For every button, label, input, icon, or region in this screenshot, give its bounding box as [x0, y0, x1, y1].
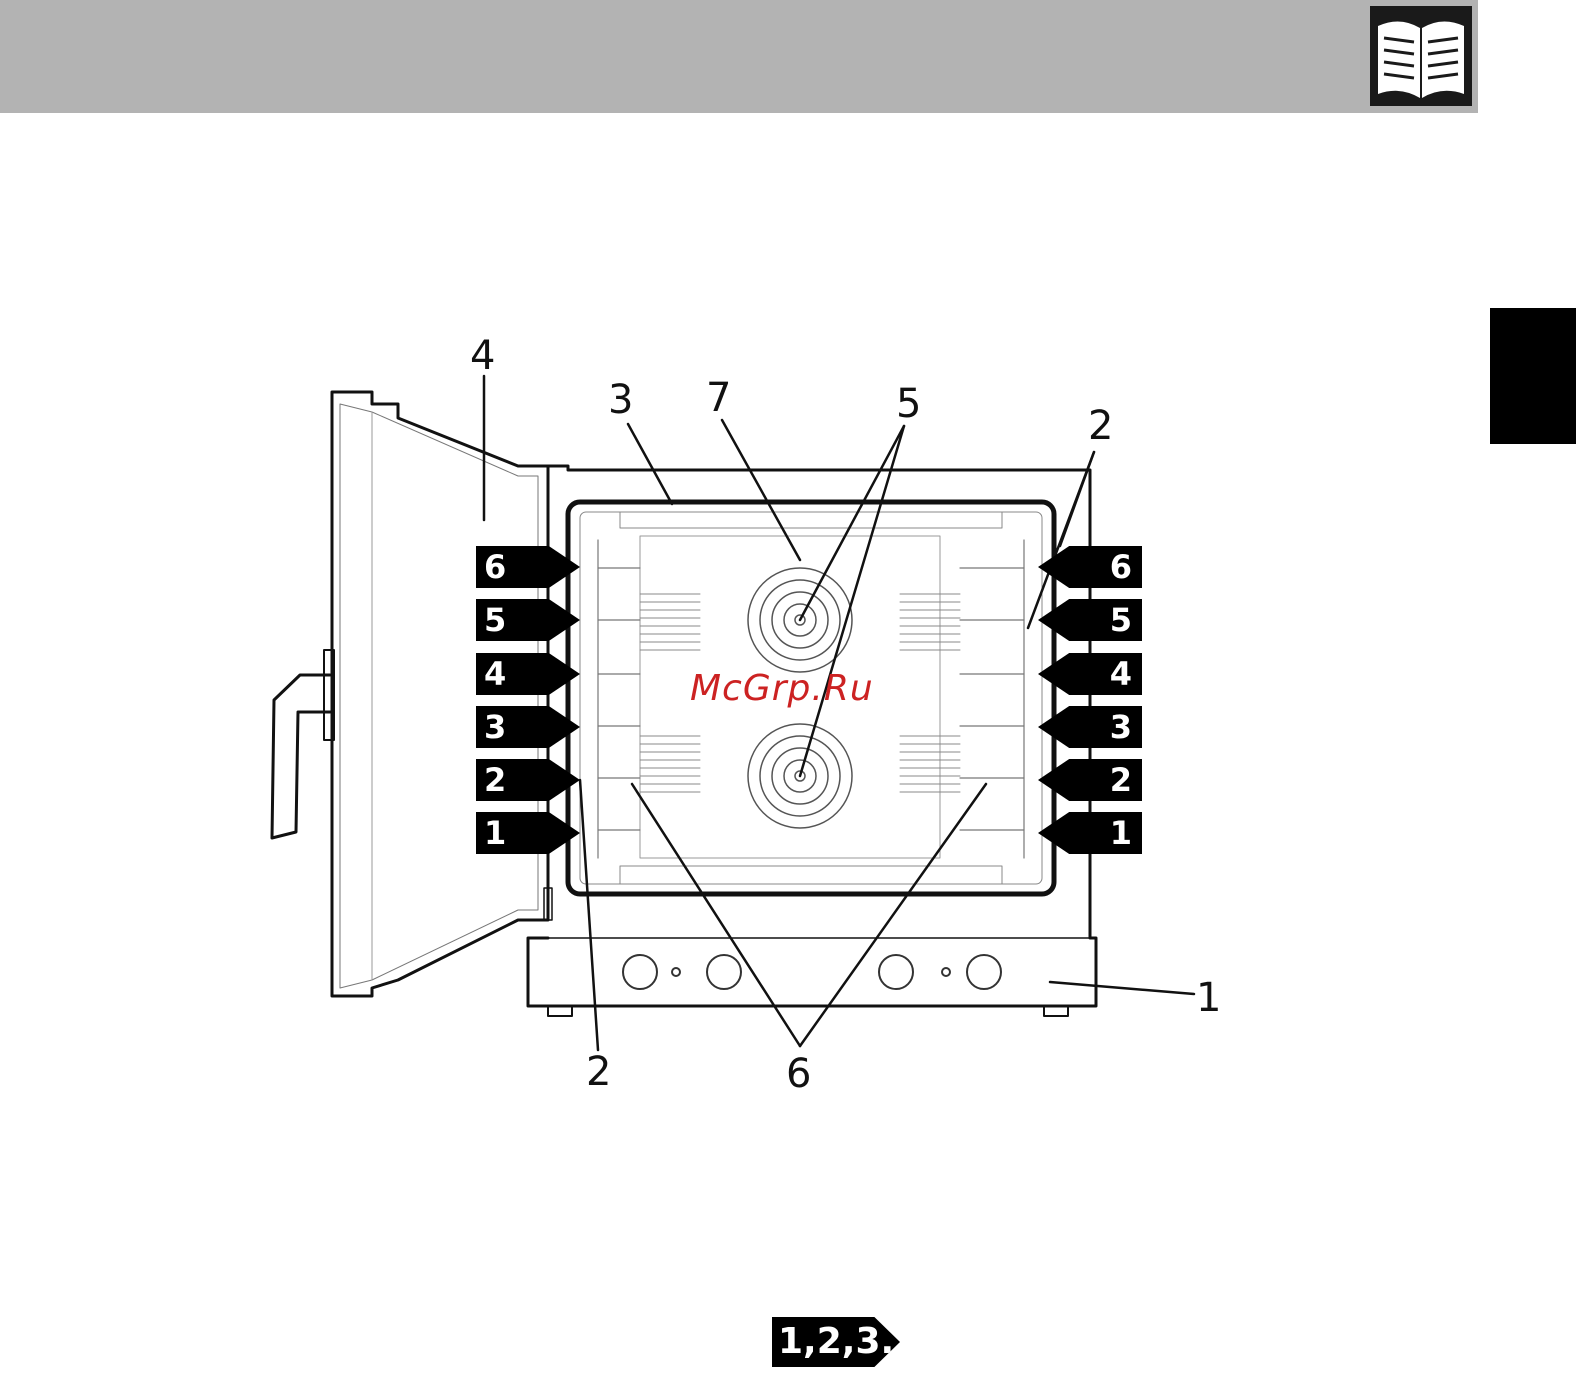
knob-4 — [967, 955, 1001, 989]
callout-4: 4 — [470, 336, 495, 376]
callout-7: 7 — [706, 378, 731, 418]
knob-3 — [879, 955, 913, 989]
callout-6: 6 — [786, 1054, 811, 1094]
callout-5: 5 — [896, 384, 921, 424]
watermark: McGrp.Ru — [690, 668, 874, 709]
callout-1: 1 — [1196, 978, 1221, 1018]
knob-1 — [623, 955, 657, 989]
callout-3: 3 — [608, 380, 633, 420]
callout-2-top: 2 — [1088, 406, 1113, 446]
knob-2 — [707, 955, 741, 989]
door-handle — [272, 675, 330, 838]
control-panel — [623, 955, 1001, 989]
callout-2-bottom: 2 — [586, 1052, 611, 1092]
step-badge: 1,2,3.. — [772, 1317, 900, 1367]
